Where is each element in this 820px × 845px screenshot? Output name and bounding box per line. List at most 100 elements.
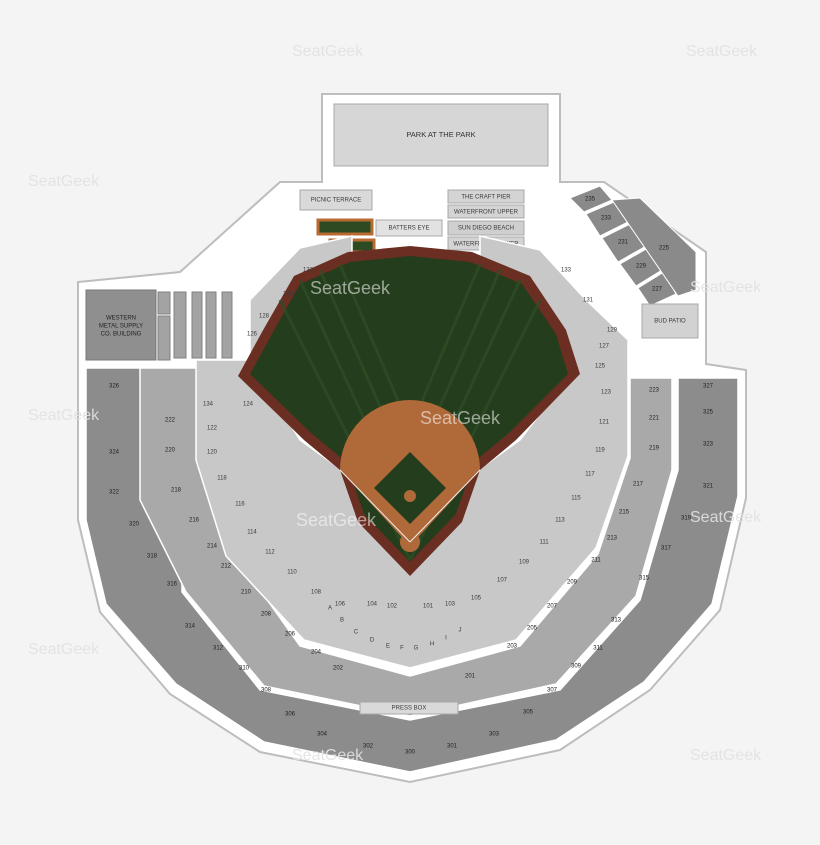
section-316[interactable]: 316 <box>167 582 178 588</box>
section-103[interactable]: 103 <box>445 602 456 608</box>
section-311[interactable]: 311 <box>593 646 603 652</box>
row-G[interactable]: G <box>414 646 419 652</box>
park-at-the-park-area[interactable] <box>333 103 549 167</box>
section-111[interactable]: 111 <box>539 540 549 546</box>
section-125[interactable]: 125 <box>595 364 606 370</box>
section-123[interactable]: 123 <box>601 390 612 396</box>
section-313[interactable]: 313 <box>611 618 622 624</box>
section-315[interactable]: 315 <box>639 576 650 582</box>
section-323[interactable]: 323 <box>703 442 714 448</box>
section-211[interactable]: 211 <box>591 558 601 564</box>
section-326[interactable]: 326 <box>109 384 120 390</box>
row-J[interactable]: J <box>459 628 462 634</box>
section-113[interactable]: 113 <box>555 518 565 524</box>
section-120[interactable]: 120 <box>207 450 218 456</box>
section-216[interactable]: 216 <box>189 518 200 524</box>
section-307[interactable]: 307 <box>547 688 558 694</box>
section-324[interactable]: 324 <box>109 450 120 456</box>
section-115[interactable]: 115 <box>571 496 581 502</box>
section-127[interactable]: 127 <box>599 344 610 350</box>
section-107[interactable]: 107 <box>497 578 508 584</box>
section-217[interactable]: 217 <box>633 482 644 488</box>
section-304[interactable]: 304 <box>317 732 328 738</box>
section-321[interactable]: 321 <box>703 484 714 490</box>
section-129[interactable]: 129 <box>607 328 618 334</box>
section-306[interactable]: 306 <box>285 712 296 718</box>
section-210[interactable]: 210 <box>241 590 252 596</box>
bud-patio-area[interactable] <box>641 303 699 339</box>
section-221[interactable]: 221 <box>649 416 660 422</box>
picnic-terrace-area[interactable] <box>299 189 373 211</box>
section-122[interactable]: 122 <box>207 426 218 432</box>
section-207[interactable]: 207 <box>547 604 558 610</box>
sun-diego-beach-area[interactable] <box>447 220 525 236</box>
section-312[interactable]: 312 <box>213 646 224 652</box>
section-121[interactable]: 121 <box>599 420 610 426</box>
section-205[interactable]: 205 <box>527 626 538 632</box>
section-308[interactable]: 308 <box>261 688 272 694</box>
section-108[interactable]: 108 <box>311 590 322 596</box>
section-109[interactable]: 109 <box>519 560 530 566</box>
section-112[interactable]: 112 <box>265 550 275 556</box>
section-133[interactable]: 133 <box>561 268 572 274</box>
section-215[interactable]: 215 <box>619 510 630 516</box>
section-225[interactable] <box>611 197 697 297</box>
the-craft-pier-area[interactable] <box>447 189 525 204</box>
section-220[interactable]: 220 <box>165 448 176 454</box>
row-H[interactable]: H <box>430 642 434 648</box>
row-B[interactable]: B <box>340 618 344 624</box>
section-132[interactable]: 132 <box>303 268 314 274</box>
section-310[interactable]: 310 <box>239 666 250 672</box>
section-218[interactable]: 218 <box>171 488 182 494</box>
row-D[interactable]: D <box>370 638 375 644</box>
section-319[interactable]: 319 <box>681 516 692 522</box>
section-106[interactable]: 106 <box>335 602 346 608</box>
section-227[interactable] <box>637 271 677 307</box>
section-202[interactable]: 202 <box>333 666 344 672</box>
section-203[interactable]: 203 <box>507 644 518 650</box>
section-118[interactable]: 118 <box>217 476 227 482</box>
section-314[interactable]: 314 <box>185 624 196 630</box>
section-126[interactable]: 126 <box>247 332 258 338</box>
row-C[interactable]: C <box>354 630 359 636</box>
section-213[interactable]: 213 <box>607 536 618 542</box>
section-131[interactable]: 131 <box>583 298 594 304</box>
section-208[interactable]: 208 <box>261 612 272 618</box>
section-320[interactable]: 320 <box>129 522 140 528</box>
section-305[interactable]: 305 <box>523 710 534 716</box>
section-301[interactable]: 301 <box>447 744 458 750</box>
section-116[interactable]: 116 <box>235 502 245 508</box>
section-212[interactable]: 212 <box>221 564 232 570</box>
section-119[interactable]: 119 <box>595 448 605 454</box>
section-317[interactable]: 317 <box>661 546 672 552</box>
section-206[interactable]: 206 <box>285 632 296 638</box>
section-325[interactable]: 325 <box>703 410 714 416</box>
section-209[interactable]: 209 <box>567 580 578 586</box>
row-E[interactable]: E <box>386 644 390 650</box>
section-322[interactable]: 322 <box>109 490 120 496</box>
row-F[interactable]: F <box>400 646 404 652</box>
section-201[interactable]: 201 <box>465 674 476 680</box>
section-128[interactable]: 128 <box>259 314 270 320</box>
section-318[interactable]: 318 <box>147 554 158 560</box>
section-219[interactable]: 219 <box>649 446 660 452</box>
section-101[interactable]: 101 <box>423 604 434 610</box>
section-130[interactable]: 130 <box>283 292 294 298</box>
row-A[interactable]: A <box>328 606 332 612</box>
section-302[interactable]: 302 <box>363 744 374 750</box>
section-124[interactable]: 124 <box>243 402 254 408</box>
waterfront-upper-area[interactable] <box>447 204 525 219</box>
section-204[interactable]: 204 <box>311 650 322 656</box>
section-110[interactable]: 110 <box>287 570 297 576</box>
section-214[interactable]: 214 <box>207 544 218 550</box>
section-105[interactable]: 105 <box>471 596 482 602</box>
section-102[interactable]: 102 <box>387 604 398 610</box>
section-222[interactable]: 222 <box>165 418 176 424</box>
section-327[interactable]: 327 <box>703 384 714 390</box>
section-303[interactable]: 303 <box>489 732 500 738</box>
section-114[interactable]: 114 <box>247 530 257 536</box>
row-I[interactable]: I <box>445 636 447 642</box>
section-104[interactable]: 104 <box>367 602 378 608</box>
western-metal-supply-building[interactable] <box>85 289 157 361</box>
section-300[interactable]: 300 <box>405 750 416 756</box>
